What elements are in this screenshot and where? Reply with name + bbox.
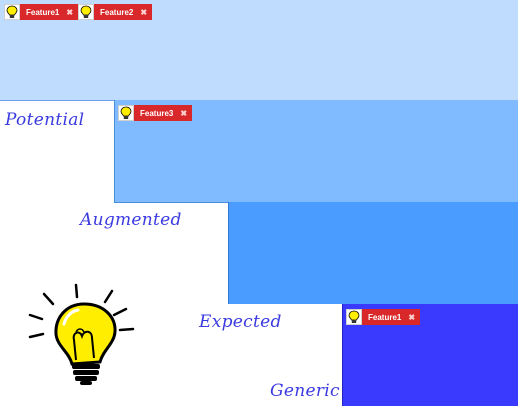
feature-chip[interactable]: Feature1 ✖ — [346, 309, 421, 325]
feature-chip[interactable]: Feature1 ✖ — [4, 4, 79, 20]
feature-chip-label: Feature3 — [140, 108, 174, 118]
lightbulb-icon — [118, 105, 134, 121]
lightbulb-icon — [4, 4, 20, 20]
remove-icon[interactable]: ✖ — [408, 312, 416, 322]
feature-chip-label: Feature2 — [100, 7, 134, 17]
feature-chip[interactable]: Feature3 ✖ — [118, 105, 193, 121]
remove-icon[interactable]: ✖ — [140, 7, 148, 17]
expected-label: Expected — [199, 312, 282, 332]
feature-chip[interactable]: Feature2 ✖ — [78, 4, 153, 20]
feature-chip-label: Feature1 — [26, 7, 60, 17]
lightbulb-icon — [78, 4, 94, 20]
lightbulb-icon — [346, 309, 362, 325]
generic-label: Generic — [270, 381, 340, 401]
feature-chip-label: Feature1 — [368, 312, 402, 322]
potential-label: Potential — [5, 110, 85, 130]
remove-icon[interactable]: ✖ — [180, 108, 188, 118]
lightbulb-icon — [28, 283, 135, 385]
expected-layer[interactable] — [228, 202, 518, 304]
remove-icon[interactable]: ✖ — [66, 7, 74, 17]
augmented-label: Augmented — [80, 210, 182, 230]
